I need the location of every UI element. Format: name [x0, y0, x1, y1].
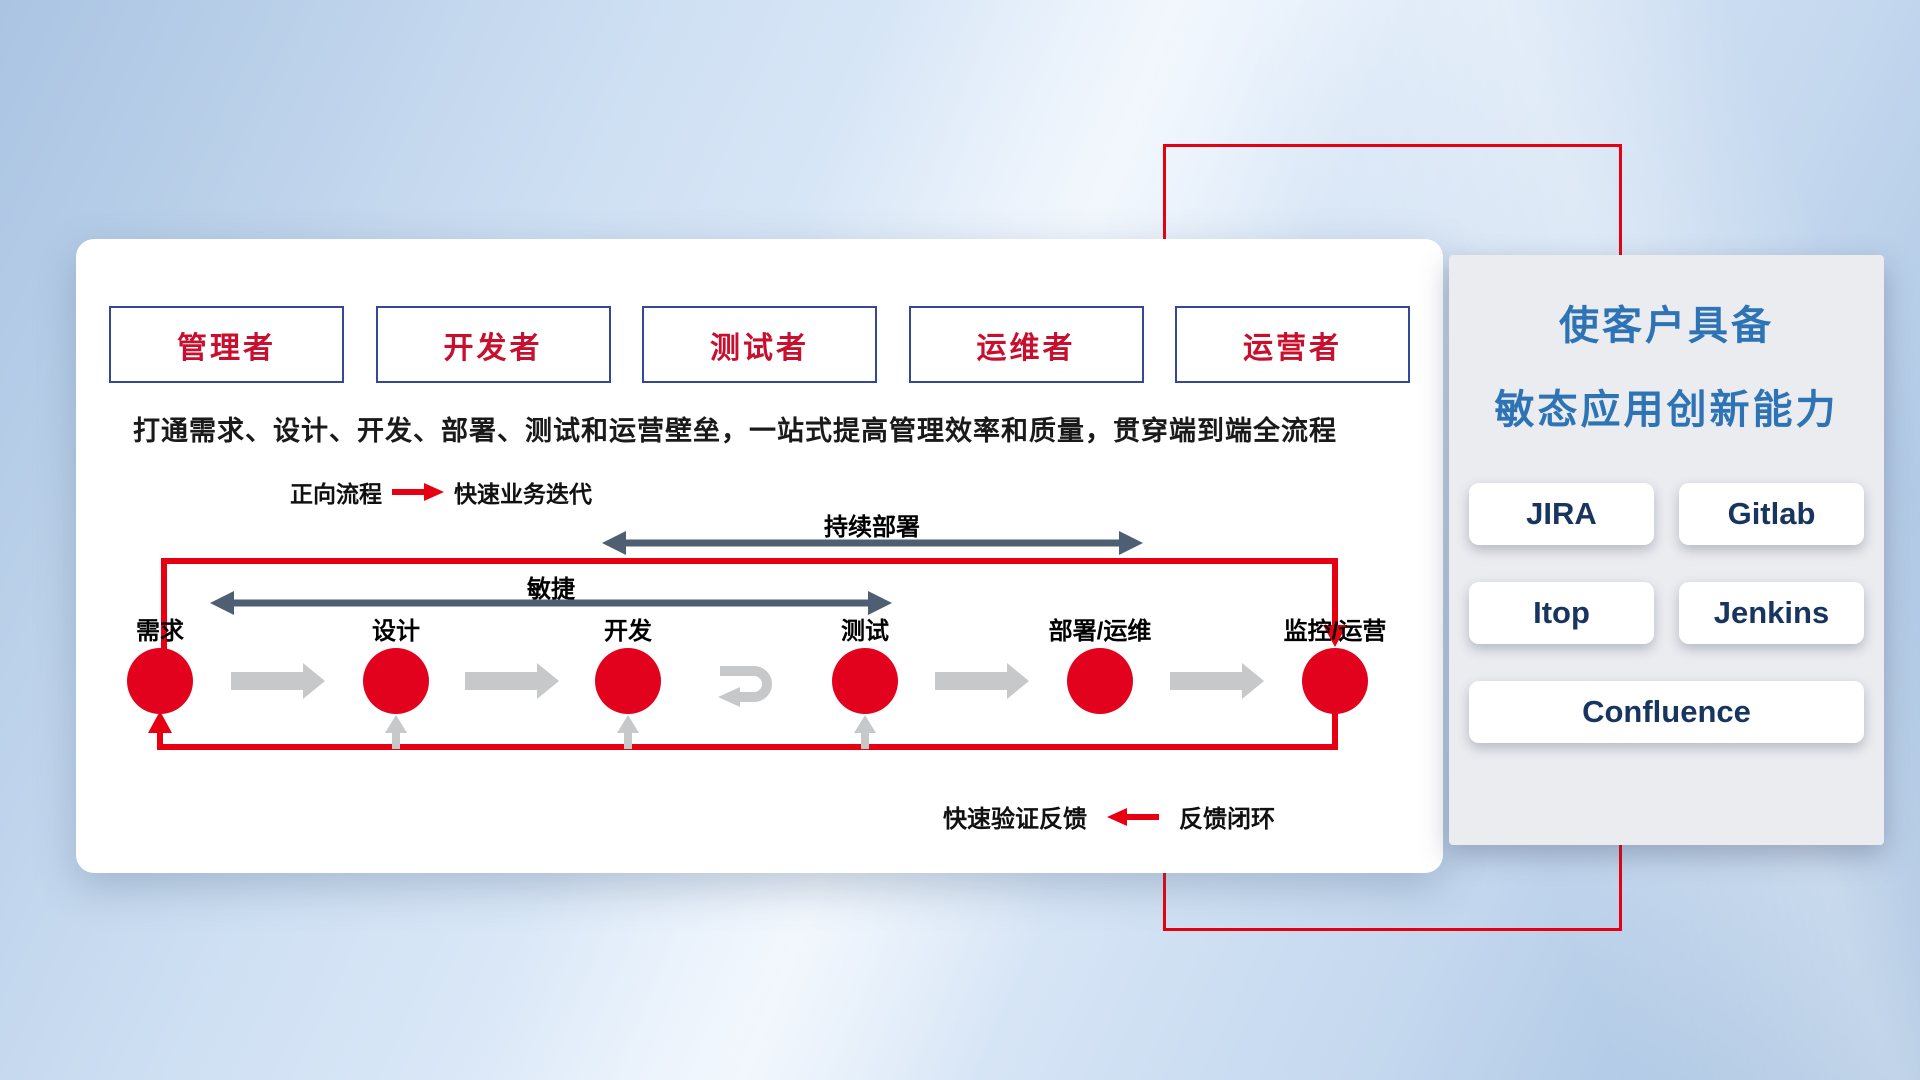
cd-right-arrowhead-icon [1119, 531, 1143, 555]
stage-node-test [832, 648, 898, 714]
stage-node-design [363, 648, 429, 714]
stage-label-test: 测试 [841, 618, 889, 645]
cd-label: 持续部署 [824, 514, 920, 541]
devops-flow-card: 管理者 开发者 测试者 运维者 运营者 打通需求、设计、开发、部署、测试和运营壁… [76, 239, 1443, 873]
capability-panel: 使客户具备 敏态应用创新能力 JIRA Gitlab Itop Jenkins … [1449, 255, 1884, 845]
feedback-loop-arrowhead-icon [148, 711, 172, 733]
stage-node-develop [595, 648, 661, 714]
forward-loop-line [161, 558, 1338, 651]
stage-label-deploy-ops: 部署/运维 [1048, 618, 1152, 645]
forward-arrow-icon [392, 483, 444, 501]
stage-label-requirements: 需求 [136, 618, 184, 645]
role-box-developer: 开发者 [375, 306, 611, 383]
stage-node-requirements [127, 648, 193, 714]
agile-left-arrowhead-icon [210, 591, 234, 615]
legend-forward-text: 快速业务迭代 [454, 481, 592, 507]
tool-badge-itop: Itop [1469, 582, 1654, 644]
legend-feedback-loop: 快速验证反馈 反馈闭环 [943, 799, 1275, 834]
feedback-loop-line [157, 713, 1338, 750]
role-box-tester: 测试者 [642, 306, 877, 383]
agile-label: 敏捷 [527, 576, 575, 603]
legend-forward-flow: 正向流程 快速业务迭代 [290, 475, 592, 509]
panel-title-line2: 敏态应用创新能力 [1494, 388, 1839, 432]
cd-left-arrowhead-icon [602, 531, 626, 555]
flow-arrow-icon [935, 663, 1029, 699]
card-description: 打通需求、设计、开发、部署、测试和运营壁垒，一站式提高管理效率和质量，贯穿端到端… [133, 416, 1337, 446]
panel-title-line1: 使客户具备 [1559, 304, 1774, 348]
stage-label-monitor-operate: 监控/运营 [1283, 618, 1387, 645]
tool-badge-jira: JIRA [1469, 483, 1654, 545]
iteration-loop-arrowhead-icon [718, 687, 740, 707]
legend-forward-label: 正向流程 [290, 481, 382, 507]
flow-arrow-icon [231, 663, 325, 699]
iteration-loop-icon [720, 666, 772, 702]
feedback-up-arrow-icon [854, 715, 876, 749]
tool-badge-gitlab: Gitlab [1679, 483, 1864, 545]
legend-feedback-text: 快速验证反馈 [943, 806, 1087, 833]
role-box-operator: 运营者 [1175, 306, 1410, 383]
tool-badge-jenkins: Jenkins [1679, 582, 1864, 644]
role-boxes-row: 管理者 开发者 测试者 运维者 运营者 [109, 306, 1410, 383]
flow-arrow-icon [1170, 663, 1264, 699]
feedback-up-arrow-icon [617, 715, 639, 749]
feedback-arrow-icon [1107, 807, 1159, 826]
role-box-ops: 运维者 [908, 306, 1144, 383]
stage-node-deploy-ops [1067, 648, 1133, 714]
legend-feedback-label: 反馈闭环 [1179, 806, 1275, 833]
role-box-manager: 管理者 [109, 306, 344, 383]
stage-node-monitor-operate [1302, 648, 1368, 714]
stage-label-develop: 开发 [604, 618, 652, 645]
flow-arrow-icon [465, 663, 559, 699]
tool-badge-confluence: Confluence [1469, 681, 1864, 743]
feedback-up-arrow-icon [385, 715, 407, 749]
stage-label-design: 设计 [372, 618, 420, 645]
